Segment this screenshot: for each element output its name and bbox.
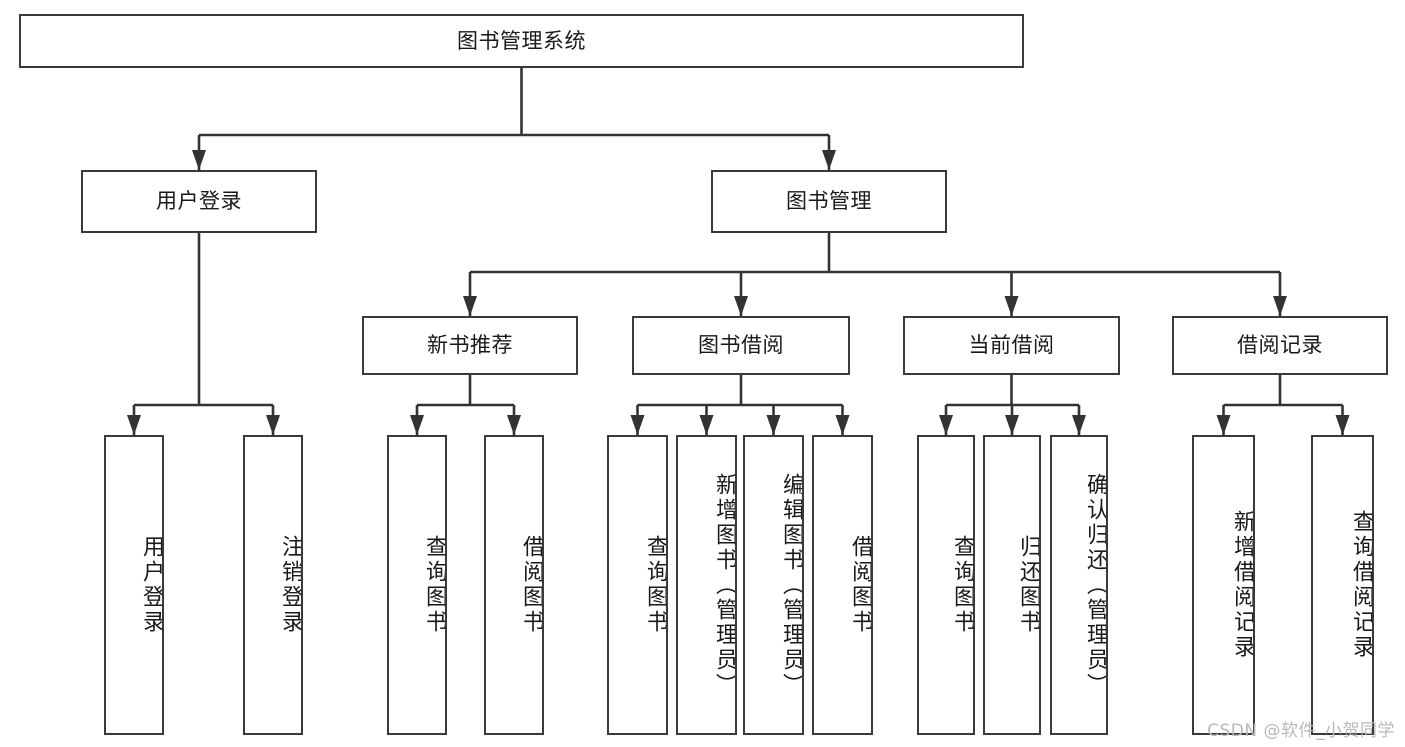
node-inner: 查询图书 [919,437,973,733]
node-current[interactable]: 当前借阅 [903,316,1120,375]
node-login[interactable]: 用户登录 [81,170,317,233]
node-bookmgmt[interactable]: 图书管理 [711,170,947,233]
node-label: 新书推荐 [427,333,513,358]
node-inner: 新增借阅记录 [1194,437,1253,733]
node-label: 图书管理系统 [457,28,586,53]
node-leaf-nb-q[interactable]: 查询图书 [387,435,447,735]
node-label: 借阅图书 [848,535,873,635]
node-inner: 图书借阅 [634,318,848,373]
node-inner: 用户登录 [83,172,315,231]
arrowhead-records [1273,296,1287,316]
arrowhead-leaf-cu-c [1072,415,1086,435]
node-inner: 图书管理系统 [21,16,1022,66]
arrowhead-leaf-bo-edit [766,415,781,435]
node-leaf-bo-add[interactable]: 新增图书（管理员） [676,435,737,735]
arrowhead-leaf-cu-q [939,415,953,435]
node-label: 用户登录 [139,535,164,635]
arrowhead-login [192,150,206,170]
node-leaf-bo-b[interactable]: 借阅图书 [812,435,873,735]
node-leaf-cu-q[interactable]: 查询图书 [917,435,975,735]
node-records[interactable]: 借阅记录 [1172,316,1388,375]
arrowhead-leaf-login [127,415,141,435]
arrowhead-current [1004,296,1019,316]
node-inner: 查询图书 [389,437,445,733]
node-label: 查询图书 [422,535,447,635]
node-leaf-re-q[interactable]: 查询借阅记录 [1311,435,1374,735]
node-inner: 借阅记录 [1174,318,1386,373]
node-inner: 确认归还（管理员） [1052,437,1106,733]
arrowhead-borrow [734,296,748,316]
node-newbook[interactable]: 新书推荐 [362,316,578,375]
node-inner: 新书推荐 [364,318,576,373]
node-leaf-bo-q[interactable]: 查询图书 [607,435,668,735]
node-leaf-re-add[interactable]: 新增借阅记录 [1192,435,1255,735]
node-label: 新增图书（管理员） [712,472,737,698]
node-inner: 借阅图书 [814,437,871,733]
node-label: 归还图书 [1016,535,1041,635]
node-leaf-login[interactable]: 用户登录 [104,435,164,735]
node-label: 当前借阅 [968,333,1055,358]
node-label: 确认归还（管理员） [1083,472,1108,698]
node-inner: 图书管理 [713,172,945,231]
arrowhead-leaf-nb-b [507,415,521,435]
arrowhead-leaf-re-add [1216,415,1231,435]
node-inner: 查询借阅记录 [1313,437,1372,733]
node-inner: 借阅图书 [486,437,542,733]
node-label: 注销登录 [278,535,303,635]
node-inner: 新增图书（管理员） [678,437,735,733]
node-leaf-cu-c[interactable]: 确认归还（管理员） [1050,435,1108,735]
node-borrow[interactable]: 图书借阅 [632,316,850,375]
node-inner: 当前借阅 [905,318,1118,373]
node-label: 图书借阅 [698,333,784,358]
watermark-label: CSDN @软件_小贺同学 [1207,721,1395,741]
arrowhead-leaf-cu-r [1005,415,1019,435]
node-inner: 用户登录 [106,437,162,733]
node-label: 查询图书 [950,535,975,635]
arrowhead-leaf-bo-add [699,415,714,435]
node-label: 图书管理 [786,189,872,214]
arrowhead-leaf-bo-b [835,415,850,435]
node-inner: 查询图书 [609,437,666,733]
node-label: 借阅记录 [1237,333,1323,358]
node-label: 用户登录 [156,189,242,214]
arrowhead-leaf-nb-q [410,415,424,435]
node-leaf-logout[interactable]: 注销登录 [243,435,303,735]
node-leaf-nb-b[interactable]: 借阅图书 [484,435,544,735]
node-inner: 编辑图书（管理员） [745,437,802,733]
arrowhead-bookmgmt [822,150,836,170]
arrowhead-newbook [463,296,477,316]
node-label: 查询图书 [643,535,668,635]
node-leaf-bo-edit[interactable]: 编辑图书（管理员） [743,435,804,735]
node-root[interactable]: 图书管理系统 [19,14,1024,68]
node-label: 新增借阅记录 [1230,510,1255,660]
node-leaf-cu-r[interactable]: 归还图书 [983,435,1041,735]
arrowhead-leaf-logout [266,415,280,435]
node-label: 查询借阅记录 [1349,510,1374,660]
node-inner: 归还图书 [985,437,1039,733]
node-label: 编辑图书（管理员） [779,472,804,698]
node-label: 借阅图书 [519,535,544,635]
arrowhead-leaf-bo-q [630,415,645,435]
arrowhead-leaf-re-q [1335,415,1350,435]
node-inner: 注销登录 [245,437,301,733]
